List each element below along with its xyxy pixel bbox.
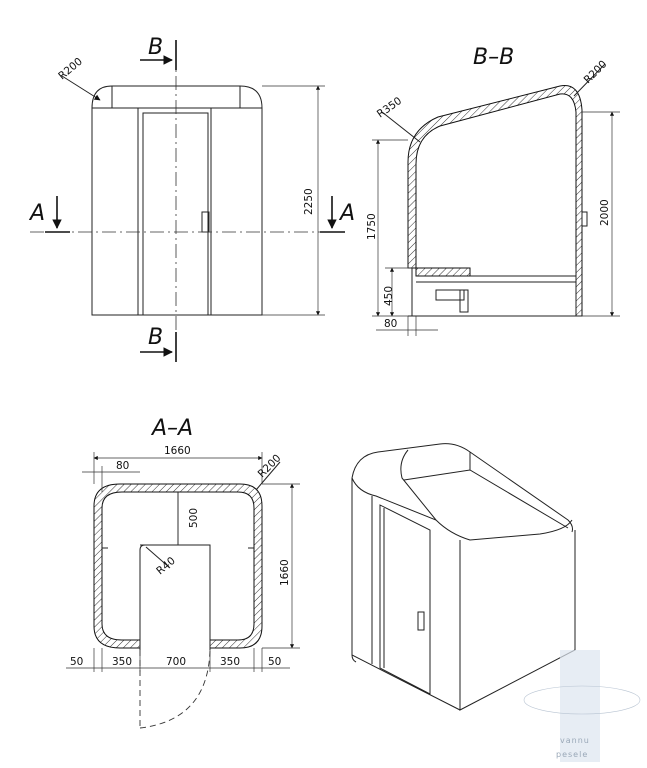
iso-door bbox=[379, 504, 431, 695]
watermark-line2: pesele bbox=[556, 750, 588, 759]
aa-bottom-dim-5: 50 bbox=[268, 656, 281, 668]
watermark: vannu pesele bbox=[523, 650, 641, 762]
bb-wall-section bbox=[407, 85, 583, 317]
aa-wall-label: 80 bbox=[116, 460, 129, 472]
section-bb-title: B–B bbox=[473, 45, 514, 70]
bb-offset-label: 80 bbox=[384, 318, 397, 330]
bb-heater bbox=[435, 289, 465, 301]
section-b-top-label: B bbox=[148, 35, 163, 60]
aa-height-label: 1660 bbox=[279, 559, 291, 586]
aa-radius-label: R200 bbox=[256, 452, 284, 480]
section-aa-view: A–A 1660 80 R200 500 R40 bbox=[66, 416, 300, 729]
aa-wall-section bbox=[93, 483, 263, 649]
aa-door-swing bbox=[139, 649, 211, 729]
iso-left-side bbox=[351, 478, 461, 711]
front-radius-label: R200 bbox=[56, 56, 85, 83]
section-b-bottom-label: B bbox=[148, 325, 163, 350]
section-bb-view: B–B R350 R200 1750 450 20 bbox=[366, 45, 620, 336]
bb-seat bbox=[415, 267, 471, 277]
aa-depth-label: 500 bbox=[188, 508, 200, 528]
watermark-line1: vannu bbox=[560, 736, 590, 745]
bb-radius-top-label: R200 bbox=[582, 58, 610, 86]
aa-bench bbox=[139, 544, 211, 640]
front-height-label: 2250 bbox=[303, 188, 315, 215]
section-a-left-label: A bbox=[28, 201, 45, 226]
aa-bottom-dim-4: 350 bbox=[220, 656, 240, 668]
section-aa-title: A–A bbox=[150, 416, 193, 441]
aa-bottom-dim-1: 50 bbox=[70, 656, 83, 668]
bb-seat-height-label: 450 bbox=[383, 286, 395, 306]
door bbox=[142, 112, 209, 316]
aa-width-label: 1660 bbox=[164, 445, 191, 457]
bb-height-back-label: 1750 bbox=[366, 213, 378, 240]
aa-bottom-dim-3: 700 bbox=[166, 656, 186, 668]
front-outline bbox=[91, 85, 263, 316]
aa-inner-radius-label: R40 bbox=[154, 555, 178, 577]
front-view: B B A A R200 2250 bbox=[28, 35, 355, 362]
iso-front-face bbox=[459, 530, 576, 711]
bb-radius-back-label: R350 bbox=[375, 95, 404, 121]
aa-bottom-dim-2: 350 bbox=[112, 656, 132, 668]
isometric-view bbox=[351, 443, 576, 711]
bb-height-front-label: 2000 bbox=[599, 199, 611, 226]
section-a-right-label: A bbox=[338, 201, 355, 226]
